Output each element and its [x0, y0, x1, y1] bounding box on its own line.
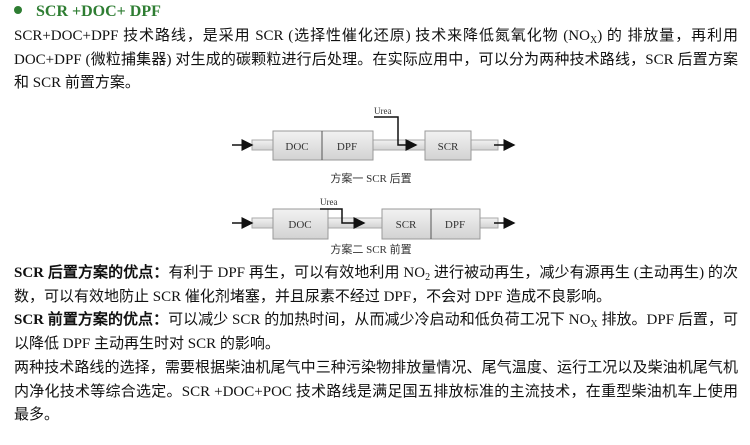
- rear-scheme-paragraph: SCR 后置方案的优点：有利于 DPF 再生，可以有效地利用 NO2 进行被动再…: [14, 262, 738, 309]
- front-label: SCR 前置方案的优点：: [14, 312, 169, 328]
- scr-route-diagram: Urea DOC DPF SCR 方案一 SCR 后置 Urea DOC SCR…: [232, 106, 516, 256]
- rear-text-a: 有利于 DPF 再生，可以有效地利用 NO: [168, 265, 426, 281]
- doc-dpf-box: [272, 130, 374, 161]
- urea-label: Urea: [374, 106, 392, 116]
- urea-injection-arrow: [374, 116, 418, 151]
- heading-text: SCR +DOC+ DPF: [36, 3, 161, 20]
- box-label: DPF: [337, 141, 357, 153]
- front-subscript: X: [590, 319, 598, 330]
- conclusion-paragraph: 两种技术路线的选择，需要根据柴油机尾气中三种污染物排放量情况、尾气温度、运行工况…: [14, 360, 738, 423]
- front-text-b: 排放。DPF 后置，可以降低 DPF 主动再生时对 SCR 的影响。: [14, 312, 738, 352]
- box-label: SCR: [438, 141, 459, 153]
- front-scheme-paragraph: SCR 前置方案的优点：可以减少 SCR 的加热时间，从而减少冷启动和低负荷工况…: [14, 309, 738, 356]
- intro-text-a: SCR+DOC+DPF 技术路线，是采用 SCR (选择性催化还原) 技术来降低…: [14, 28, 590, 44]
- rear-label: SCR 后置方案的优点：: [14, 265, 169, 281]
- section-heading: SCR +DOC+ DPF: [14, 3, 161, 21]
- bullet-icon: [14, 6, 22, 15]
- intro-subscript: X: [589, 35, 598, 46]
- scheme-caption: 方案二 SCR 前置: [330, 242, 411, 256]
- box-label: DPF: [445, 219, 465, 231]
- box-label: SCR: [396, 219, 417, 231]
- box-label: DOC: [288, 219, 311, 231]
- doc-box: [272, 208, 329, 240]
- scheme-2: Urea DOC SCR DPF 方案二 SCR 前置: [232, 197, 516, 256]
- urea-label: Urea: [320, 197, 338, 207]
- rear-subscript: 2: [425, 272, 431, 283]
- intro-paragraph: SCR+DOC+DPF 技术路线，是采用 SCR (选择性催化还原) 技术来降低…: [14, 25, 738, 96]
- scr-box: [424, 130, 472, 161]
- scheme-caption: 方案一 SCR 后置: [330, 171, 411, 185]
- front-text-a: 可以减少 SCR 的加热时间，从而减少冷启动和低负荷工况下 NO: [168, 312, 591, 328]
- urea-injection-arrow: [320, 208, 366, 229]
- box-label: DOC: [285, 141, 308, 153]
- rear-text-b: 进行被动再生，减少有源再生 (主动再生) 的次数，可以有效地防止 SCR 催化剂…: [14, 265, 738, 305]
- intro-text-b: ) 的 排放量，再利用 DOC+DPF (微粒捕集器) 对生成的碳颗粒进行后处理…: [14, 28, 739, 91]
- scheme-1: Urea DOC DPF SCR 方案一 SCR 后置: [232, 106, 516, 185]
